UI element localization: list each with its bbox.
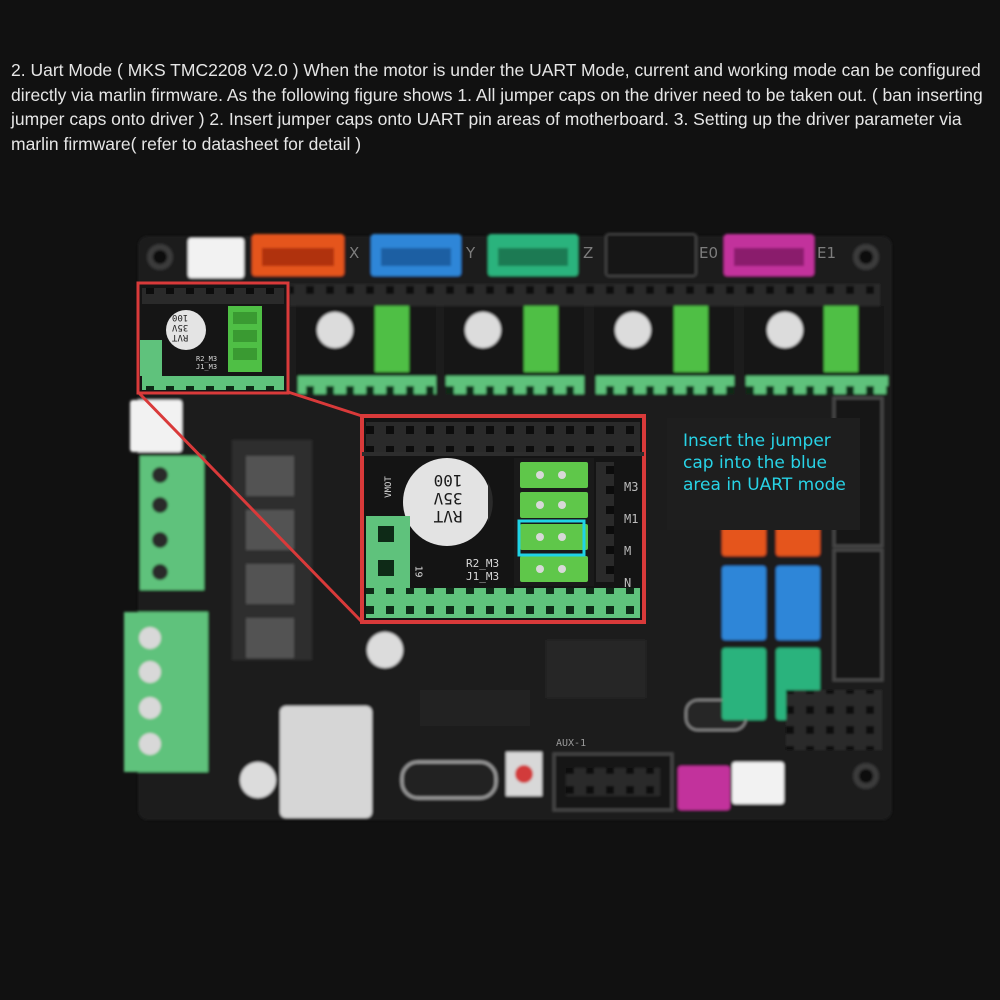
connector-label-e0: E0: [699, 244, 719, 262]
small-r2-label: R2_M3 J1_M3: [196, 355, 218, 371]
pin19-label: 19: [412, 565, 424, 578]
r2-j1-label: R2_M3 J1_M3: [466, 557, 500, 583]
connector-label-e1: E1: [817, 244, 837, 262]
uart-pin-highlight: [517, 519, 586, 557]
connector-label-x: X: [349, 244, 360, 262]
connector-label-y: Y: [466, 244, 476, 262]
driver-zoom-panel: [360, 414, 646, 624]
aux-label: AUX-1: [556, 738, 587, 749]
driver-highlight-small: [136, 281, 290, 395]
callout-box: [667, 418, 860, 530]
uart-callout-text: Insert the jumper cap into the blue area…: [683, 431, 846, 495]
m-pin-labels: M3 M1 M N: [624, 480, 639, 590]
connector-label-z: Z: [583, 244, 594, 262]
zoom-line-lower: [136, 390, 364, 624]
capacitor-label: RVT 35V 100: [433, 471, 463, 526]
description-text: 2. Uart Mode ( MKS TMC2208 V2.0 ) When t…: [11, 60, 983, 154]
vmot-label: VMOT: [383, 476, 394, 498]
zoom-line-upper: [287, 390, 363, 418]
small-capacitor-label: RVT 35V 100: [172, 312, 189, 342]
